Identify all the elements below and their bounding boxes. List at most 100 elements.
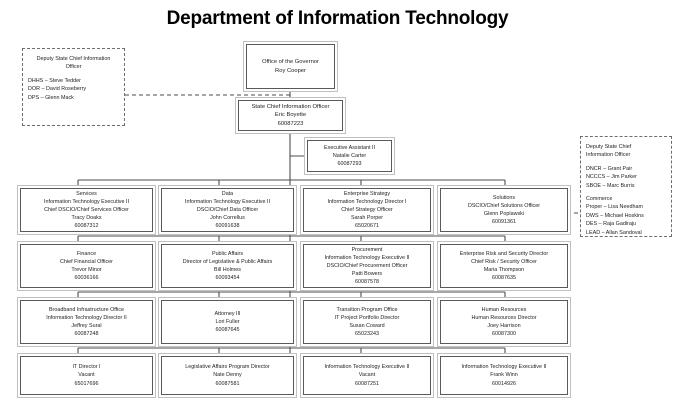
note-entry: Proper – Lisa Needham [586, 204, 643, 211]
note-right-deputy-state-cio: Deputy State Chief Information Officer D… [580, 136, 672, 237]
note-heading-line: Deputy State Chief [586, 144, 632, 150]
node-line: Legislative Affairs Program Director [185, 364, 270, 371]
node-line: Nate Denny [213, 372, 242, 379]
note-heading-line: Officer [65, 64, 82, 71]
node-line: Finance [76, 250, 97, 257]
node-services[interactable]: Services Information Technology Executiv… [20, 188, 153, 232]
node-line: Information Technology Executive II [185, 198, 270, 205]
node-line: IT Director I [72, 364, 101, 371]
node-line: Solutions [492, 194, 516, 201]
node-line: Chief DSCIO/Chief Services Officer [44, 206, 129, 213]
note-heading-line: Deputy State Chief Information [36, 56, 111, 62]
node-line: Information Technology Director I [327, 198, 407, 205]
node-line: Procurement [351, 246, 383, 253]
node-line: Human Resources [481, 306, 527, 313]
note-heading-line: Information Officer [586, 152, 631, 159]
node-line: Attorney III [214, 310, 241, 317]
node-state-chief-information-officer[interactable]: State Chief Information Officer Eric Boy… [238, 100, 343, 131]
node-line: Office of the Governor [262, 58, 319, 65]
node-line: 60087578 [355, 279, 379, 286]
node-line: Glenn Poplawski [483, 211, 525, 217]
node-line: Frank Winn [490, 372, 518, 379]
node-it-director-i[interactable]: IT Director I Vacant 65017696 [20, 356, 153, 395]
node-line: Vacant [358, 372, 376, 379]
note-entry: DES – Raja Gadiraju [586, 221, 637, 228]
node-line: Information Technology Executive II [324, 364, 410, 371]
node-line: 60087293 [337, 161, 362, 168]
node-line: Chief Strategy Officer [341, 206, 393, 213]
node-legislative-affairs-program-director[interactable]: Legislative Affairs Program Director Nat… [161, 356, 294, 395]
node-line: Information Technology Director II [46, 314, 127, 321]
node-line: Susan Coward [349, 323, 385, 329]
node-line: Chief Risk / Security Officer [471, 258, 537, 265]
note-entry: LEAD – Allan Sandoval [586, 229, 642, 236]
node-line: 60087645 [215, 327, 240, 334]
node-line: 60087248 [74, 331, 99, 338]
node-line: Chief Financial Officer [60, 258, 113, 265]
node-finance[interactable]: Finance Chief Financial Officer Trevor M… [20, 244, 153, 288]
node-line: 60087581 [215, 380, 240, 387]
note-entry: DHHS – Steve Tedder [28, 77, 81, 84]
node-line: Maria Thompson [483, 267, 525, 273]
note-left-deputy-state-cio: Deputy State Chief Information Officer D… [22, 48, 125, 126]
node-line: Information Technology Executive II [324, 254, 410, 261]
node-line: Data [221, 190, 234, 197]
node-line: DSCIO/Chief Data Officer [196, 206, 259, 213]
node-office-of-the-governor[interactable]: Office of the Governor Roy Cooper [246, 44, 335, 89]
node-information-technology-executive-ii-frank-winn[interactable]: Information Technology Executive II Fran… [440, 356, 568, 395]
node-line: 60087312 [74, 223, 99, 230]
node-line: 60087223 [277, 120, 304, 127]
node-enterprise-risk-and-security[interactable]: Enterprise Risk and Security Director Ch… [440, 244, 568, 288]
node-line: Public Affairs [211, 250, 244, 257]
node-line: John Correllus [210, 215, 245, 222]
node-line: DSCIO/Chief Solutions Officer [467, 202, 541, 209]
node-attorney-iii[interactable]: Attorney III Lori Fuller 60087645 [161, 300, 294, 344]
note-group-label: Commerce [586, 196, 613, 203]
node-line: Executive Assistant II [324, 144, 375, 151]
node-line: Enterprise Risk and Security Director [459, 250, 549, 257]
node-human-resources[interactable]: Human Resources Human Resources Director… [440, 300, 568, 344]
node-broadband-infrastructure-office[interactable]: Broadband Infrastructure Office Informat… [20, 300, 153, 344]
node-line: 60087251 [355, 380, 379, 387]
node-line: Patti Bowers [351, 271, 383, 278]
node-line: 65023243 [355, 331, 379, 338]
node-line: Human Resources Director [471, 314, 537, 321]
node-line: Roy Cooper [275, 67, 306, 74]
node-line: Information Technology Executive II [44, 198, 129, 205]
node-line: Trevor Minor [71, 267, 102, 273]
note-entry: DNCR – Grant Pair [586, 165, 633, 172]
node-solutions[interactable]: Solutions DSCIO/Chief Solutions Officer … [440, 188, 568, 232]
node-line: 60087300 [492, 331, 516, 338]
node-line: 60087635 [492, 275, 516, 282]
node-information-technology-executive-ii-vacant[interactable]: Information Technology Executive II Vaca… [303, 356, 431, 395]
node-line: IT Project Portfolio Director [334, 314, 400, 321]
node-line: Joey Harrison [487, 323, 521, 329]
node-transition-program-office[interactable]: Transition Program Office IT Project Por… [303, 300, 431, 344]
node-line: Bill Holmes [214, 267, 241, 273]
note-entry: DOR – David Roseberry [28, 86, 87, 93]
node-enterprise-strategy[interactable]: Enterprise Strategy Information Technolo… [303, 188, 431, 232]
node-line: Eric Boyette [274, 112, 307, 119]
node-line: Transition Program Office [336, 306, 398, 313]
note-entry: NCCCS – Jim Parker [586, 174, 637, 181]
node-line: Director of Legislative & Public Affairs [182, 258, 273, 265]
node-line: 60091638 [215, 223, 240, 230]
note-entry: SBOE – Marc Burris [586, 182, 635, 189]
node-line: Information Technology Executive II [461, 364, 547, 371]
node-line: Tracy Doaks [71, 215, 102, 222]
node-line: Natalie Carter [332, 152, 367, 159]
node-public-affairs[interactable]: Public Affairs Director of Legislative &… [161, 244, 294, 288]
node-line: Broadband Infrastructure Office [48, 306, 125, 313]
node-line: Vacant [78, 372, 95, 379]
node-executive-assistant-ii[interactable]: Executive Assistant II Natalie Carter 60… [307, 140, 392, 172]
node-line: Sarah Porper [350, 215, 384, 222]
node-line: 60091361 [492, 219, 516, 226]
node-procurement[interactable]: Procurement Information Technology Execu… [303, 244, 431, 288]
node-line: 65020671 [355, 223, 379, 230]
node-line: 60014926 [492, 380, 516, 387]
node-line: 65017696 [74, 380, 99, 387]
node-data[interactable]: Data Information Technology Executive II… [161, 188, 294, 232]
note-entry: DPS – Glenn Mack [28, 94, 74, 101]
node-line: 60036166 [74, 275, 99, 282]
